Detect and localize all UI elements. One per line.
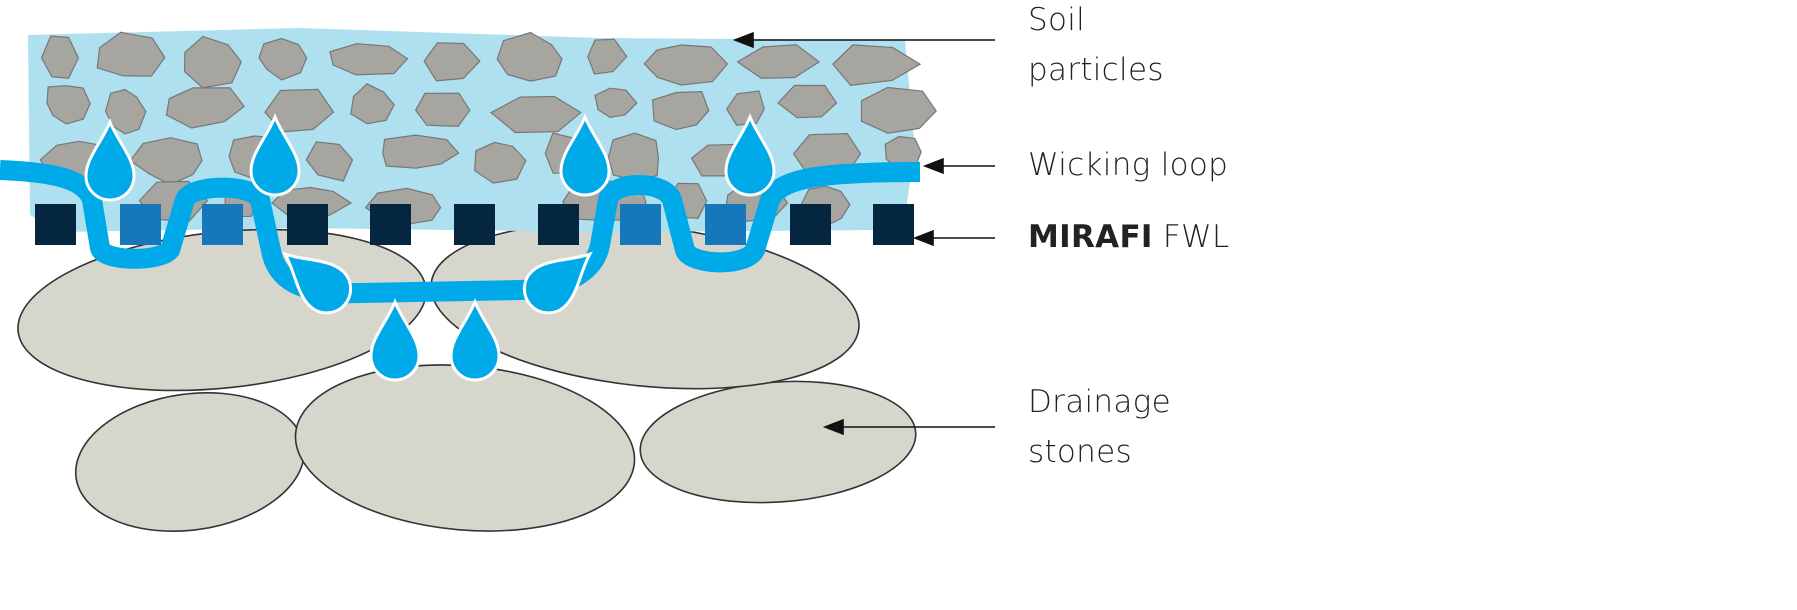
- water-drops: [84, 112, 776, 382]
- label-soil-line1: Soil: [1028, 2, 1086, 38]
- water-drop: [522, 251, 593, 315]
- fabric-strand: [370, 204, 411, 245]
- soil-particle: [165, 87, 245, 129]
- water-drop: [724, 112, 776, 197]
- label-wicking-loop: Wicking loop: [1028, 147, 1229, 183]
- soil-particle: [474, 141, 527, 184]
- fabric-strand: [790, 204, 831, 245]
- fabric-strand: [120, 204, 161, 245]
- soil-particle: [607, 132, 660, 181]
- water-drop: [449, 297, 501, 382]
- fabric-strand: [620, 204, 661, 245]
- water-drop: [559, 112, 611, 197]
- soil-particle: [46, 85, 91, 125]
- label-mirafi-fwl: MIRAFI FWL: [1028, 212, 1230, 262]
- mirafi-fwl-fabric: [35, 204, 914, 245]
- soil-particle: [104, 88, 147, 135]
- water-drop: [369, 297, 421, 382]
- soil-particle: [651, 90, 710, 131]
- soil-particle: [496, 31, 563, 82]
- soil-particle: [643, 44, 729, 86]
- soil-particle: [489, 95, 582, 134]
- soil-particle: [860, 86, 937, 134]
- drainage-stone: [294, 364, 636, 532]
- label-arrows: [732, 31, 995, 436]
- soil-particle: [414, 92, 471, 128]
- arrow-drainage: [822, 418, 844, 436]
- fabric-strand: [873, 204, 914, 245]
- soil-particle: [305, 141, 354, 182]
- water-drop: [249, 112, 301, 197]
- fabric-strand: [35, 204, 76, 245]
- drainage-stone: [74, 391, 306, 533]
- soil-particle: [329, 43, 409, 76]
- soil-particle: [258, 37, 308, 81]
- soil-particle: [736, 44, 821, 79]
- fabric-strand: [705, 204, 746, 245]
- arrow-wicking: [922, 157, 944, 175]
- soil-particle: [382, 134, 460, 169]
- label-soil-particles: Soil particles: [1028, 0, 1164, 95]
- soil-particle: [350, 83, 395, 125]
- soil-particle: [96, 31, 166, 77]
- water-drop: [282, 251, 353, 315]
- soil-particle: [40, 35, 80, 79]
- soil-particle: [423, 42, 481, 82]
- soil-particle: [777, 84, 838, 119]
- fabric-strand: [454, 204, 495, 245]
- soil-particle: [264, 88, 335, 133]
- label-soil-line2: particles: [1028, 52, 1164, 88]
- label-drainage-line1: Drainage: [1028, 384, 1171, 420]
- water-drop: [84, 117, 136, 202]
- soil-particle: [587, 38, 628, 75]
- soil-particle: [594, 87, 638, 119]
- soil-particle: [725, 90, 765, 126]
- label-model: FWL: [1162, 219, 1230, 255]
- label-drainage-line2: stones: [1028, 434, 1132, 470]
- arrow-soil: [732, 31, 754, 49]
- arrow-fabric: [912, 229, 934, 247]
- fabric-strand: [202, 204, 243, 245]
- soil-particle: [183, 35, 242, 89]
- wicking-loop: [0, 160, 921, 304]
- label-drainage-stones: Drainage stones: [1028, 377, 1171, 477]
- fabric-strand: [538, 204, 579, 245]
- label-brand: MIRAFI: [1028, 219, 1153, 255]
- soil-particle: [832, 44, 922, 87]
- fabric-strand: [287, 204, 328, 245]
- drainage-stone: [639, 380, 917, 504]
